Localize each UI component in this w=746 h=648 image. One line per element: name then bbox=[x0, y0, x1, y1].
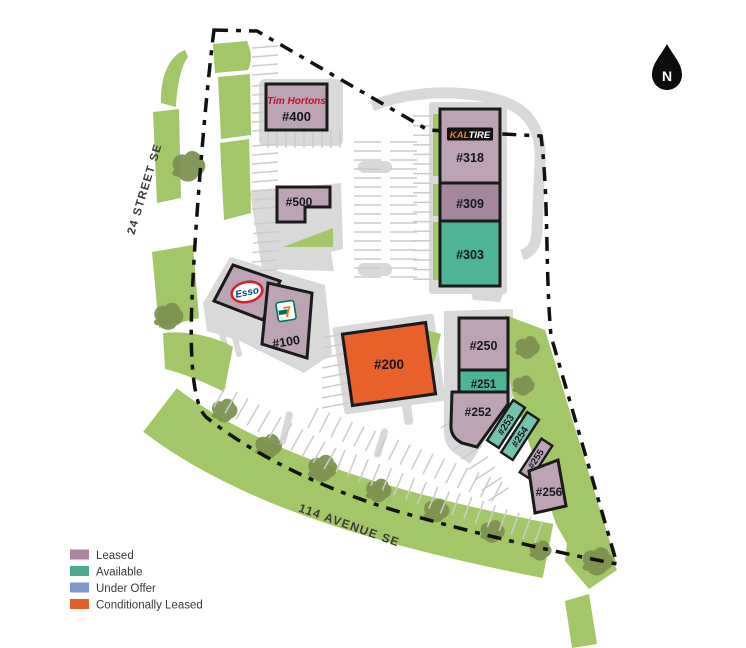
curb-island bbox=[374, 428, 388, 458]
drive-curve bbox=[369, 87, 546, 261]
curb-island bbox=[358, 263, 392, 276]
parking-stall-lines bbox=[213, 45, 544, 544]
label-200: #200 bbox=[374, 357, 404, 372]
green-strip bbox=[153, 109, 181, 203]
building-253 bbox=[485, 398, 527, 450]
north-arrow: N bbox=[652, 44, 682, 90]
green-triangle-500 bbox=[283, 228, 333, 247]
property-boundary bbox=[189, 28, 620, 567]
curb-island bbox=[279, 411, 293, 445]
buildings-layer bbox=[211, 82, 568, 515]
tim-hortons-logo: Tim Hortons bbox=[267, 96, 326, 107]
label-400: #400 bbox=[282, 109, 311, 124]
legend-swatch-available bbox=[70, 566, 89, 576]
building-318 bbox=[438, 107, 502, 185]
label-309: #309 bbox=[456, 197, 484, 211]
legend-swatch-conditionally-leased bbox=[70, 599, 89, 609]
building-400 bbox=[264, 82, 329, 132]
esso-text: Esso bbox=[234, 285, 260, 301]
building-252 bbox=[449, 390, 510, 449]
logos-layer: Tim Hortons KALTIRE Esso 7 bbox=[230, 96, 493, 323]
building-200 bbox=[340, 320, 438, 408]
legend-label-under-offer: Under Offer bbox=[96, 583, 156, 595]
curb-kal-south bbox=[470, 286, 506, 302]
building-303 bbox=[438, 219, 502, 288]
label-256: #256 bbox=[536, 485, 563, 499]
legend-label-leased: Leased bbox=[96, 550, 134, 562]
building-254 bbox=[499, 410, 541, 462]
north-arrow-icon bbox=[652, 44, 682, 90]
green-strip bbox=[220, 139, 251, 220]
green-strip bbox=[433, 222, 441, 280]
seven-eleven-logo: 7 bbox=[275, 299, 297, 323]
building-500 bbox=[275, 185, 332, 224]
esso-logo: Esso bbox=[230, 280, 264, 304]
esso-oval bbox=[230, 280, 264, 304]
building-256 bbox=[527, 457, 568, 515]
building-309 bbox=[438, 181, 502, 223]
legend-label-available: Available bbox=[96, 567, 142, 579]
green-strip bbox=[163, 332, 233, 392]
legend-swatch-under-offer bbox=[70, 582, 89, 593]
green-strip bbox=[433, 184, 441, 216]
building-255 bbox=[517, 437, 555, 481]
kal-tire-logo: KALTIRE bbox=[450, 130, 491, 141]
north-label: N bbox=[662, 68, 672, 84]
legend-label-conditionally-leased: Conditionally Leased bbox=[96, 600, 203, 612]
label-318: #318 bbox=[456, 151, 484, 165]
seven-glyph: 7 bbox=[282, 303, 293, 321]
pump-island bbox=[231, 335, 243, 357]
green-strip bbox=[218, 74, 251, 139]
legend: Leased Available Under Offer Conditional… bbox=[70, 549, 203, 612]
seven-eleven-bar bbox=[278, 309, 288, 316]
label-303: #303 bbox=[456, 248, 484, 262]
legend-swatch-leased bbox=[70, 549, 89, 560]
building-250 bbox=[457, 316, 510, 372]
green-strip bbox=[213, 41, 251, 73]
label-252: #252 bbox=[465, 405, 492, 419]
green-strip bbox=[160, 50, 188, 107]
label-250: #250 bbox=[470, 339, 498, 353]
label-251: #251 bbox=[471, 379, 497, 391]
label-100: #100 bbox=[271, 333, 301, 351]
label-500: #500 bbox=[286, 195, 313, 209]
green-south-piece bbox=[565, 594, 597, 648]
green-strip bbox=[433, 114, 441, 176]
kal-tire-logo-box bbox=[447, 127, 493, 141]
curb-island bbox=[358, 161, 392, 173]
